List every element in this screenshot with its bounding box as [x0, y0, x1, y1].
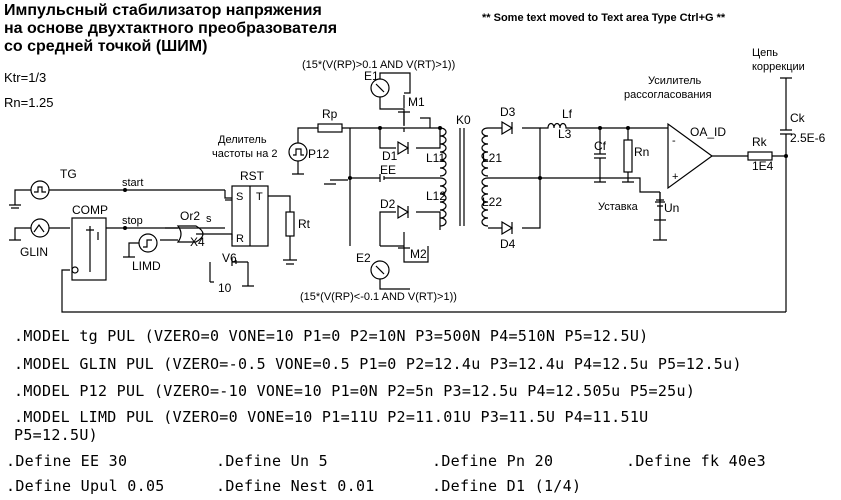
- oa-minus-pin: -: [672, 135, 676, 147]
- lf-label: Lf: [562, 107, 573, 121]
- l12-label: L12: [426, 189, 446, 203]
- d2-diode: [397, 204, 410, 220]
- rn-resistor: [623, 139, 633, 173]
- ee-label: EE: [380, 163, 396, 177]
- rp-resistor: [317, 123, 343, 133]
- l3-label: L3: [558, 127, 572, 141]
- l11-label: L11: [426, 151, 445, 165]
- comp-block: [71, 217, 107, 281]
- or2-s-label: s: [206, 213, 212, 225]
- divider-label-1: Делитель: [218, 134, 267, 146]
- m1-label: M1: [408, 95, 425, 109]
- tg-source-symbol: [30, 180, 50, 200]
- d3-diode: [501, 120, 514, 136]
- l21-label: L21: [482, 151, 502, 165]
- comp-label: COMP: [72, 203, 108, 217]
- cf-label: Cf: [594, 139, 607, 153]
- model-line-tg: .MODEL tg PUL (VZERO=0 VONE=10 P1=0 P2=1…: [14, 327, 649, 345]
- stop-net-label: stop: [122, 215, 143, 227]
- e2-expression: (15*(V(RP)<-0.1 AND V(RT)>1)): [300, 291, 457, 303]
- m2-label: M2: [410, 247, 427, 261]
- title-line-1: Импульсный стабилизатор напряжения: [4, 2, 322, 19]
- define-fk: .Define fk 40e3: [626, 452, 766, 470]
- x4-label: X4: [190, 235, 205, 249]
- d1-label: D1: [382, 149, 398, 163]
- define-nest: .Define Nest 0.01: [216, 477, 375, 495]
- corr-label-2: коррекции: [752, 61, 805, 73]
- rk-value: 1E4: [752, 159, 774, 173]
- tg-label: TG: [60, 167, 77, 181]
- d2-label: D2: [380, 197, 396, 211]
- or2-label: Or2: [180, 209, 200, 223]
- e2-label: E2: [356, 251, 371, 265]
- amp-label-1: Усилитель: [648, 75, 702, 87]
- d4-diode: [501, 220, 514, 236]
- d4-label: D4: [500, 237, 516, 251]
- ck-value: 2.5E-6: [790, 131, 826, 145]
- l21-winding: [481, 127, 489, 177]
- un-label: Un: [664, 201, 679, 215]
- rst-t-pin: T: [256, 191, 263, 203]
- e1-label: E1: [364, 69, 379, 83]
- oa-id-opamp: [667, 122, 714, 190]
- lf-inductor: [540, 122, 628, 129]
- start-net-label: start: [122, 177, 143, 189]
- rp-label: Rp: [322, 107, 338, 121]
- rk-label: Rk: [752, 135, 768, 149]
- d3-label: D3: [500, 105, 516, 119]
- title-line-2: на основе двухтактного преобразователя: [4, 20, 338, 37]
- ustavka-label: Уставка: [598, 201, 639, 213]
- v6-label: V6: [222, 251, 237, 265]
- l22-label: L22: [482, 195, 502, 209]
- model-line-limd-cont: P5=12.5U): [14, 426, 98, 444]
- param-rn: Rn=1.25: [4, 95, 54, 110]
- rn-label: Rn: [634, 145, 649, 159]
- param-ktr: Ktr=1/3: [4, 70, 47, 85]
- schematic-canvas[interactable]: TG GLIN COMP start stop RST S T R Rt Or2…: [0, 0, 841, 330]
- e1-expression: (15*(V(RP)>0.1 AND V(RT)>1)): [302, 59, 455, 71]
- ck-label: Ck: [790, 111, 806, 125]
- text-area-note: ** Some text moved to Text area Type Ctr…: [482, 12, 726, 24]
- amp-label-2: рассогласования: [624, 89, 712, 101]
- k0-label: K0: [456, 113, 471, 127]
- model-line-glin: .MODEL GLIN PUL (VZERO=-0.5 VONE=0.5 P1=…: [14, 355, 742, 373]
- schematic-title: Импульсный стабилизатор напряжения на ос…: [4, 2, 337, 56]
- define-un: .Define Un 5: [216, 452, 328, 470]
- l22-winding: [481, 177, 489, 227]
- define-ee: .Define EE 30: [6, 452, 128, 470]
- p12-source-symbol: [288, 142, 308, 162]
- rt-label: Rt: [298, 217, 311, 231]
- oa-id-label: OA_ID: [690, 125, 726, 139]
- or2-gate: [176, 225, 204, 243]
- d1-diode: [397, 140, 410, 156]
- v6-value: 10: [218, 281, 232, 295]
- rst-label: RST: [240, 169, 265, 183]
- limd-label: LIMD: [132, 259, 161, 273]
- rst-s-pin: S: [236, 191, 243, 203]
- define-pn: .Define Pn 20: [432, 452, 554, 470]
- model-line-limd: .MODEL LIMD PUL (VZERO=0 VONE=10 P1=11U …: [14, 408, 649, 426]
- l11-winding: [439, 127, 447, 177]
- divider-label-2: частоты на 2: [212, 148, 278, 160]
- define-d1: .Define D1 (1/4): [432, 477, 582, 495]
- rst-r-pin: R: [236, 233, 244, 245]
- corr-label-1: Цепь: [752, 47, 778, 59]
- title-line-3: со средней точкой (ШИМ): [4, 38, 208, 55]
- define-upul: .Define Upul 0.05: [6, 477, 165, 495]
- limd-source-symbol: [138, 233, 158, 253]
- oa-plus-pin: +: [672, 171, 678, 183]
- glin-label: GLIN: [20, 245, 48, 259]
- rk-resistor: [747, 151, 773, 161]
- model-line-p12: .MODEL P12 PUL (VZERO=-10 VONE=10 P1=0N …: [14, 382, 696, 400]
- l12-winding: [439, 177, 447, 227]
- p12-label: P12: [308, 147, 330, 161]
- glin-source-symbol: [30, 218, 50, 238]
